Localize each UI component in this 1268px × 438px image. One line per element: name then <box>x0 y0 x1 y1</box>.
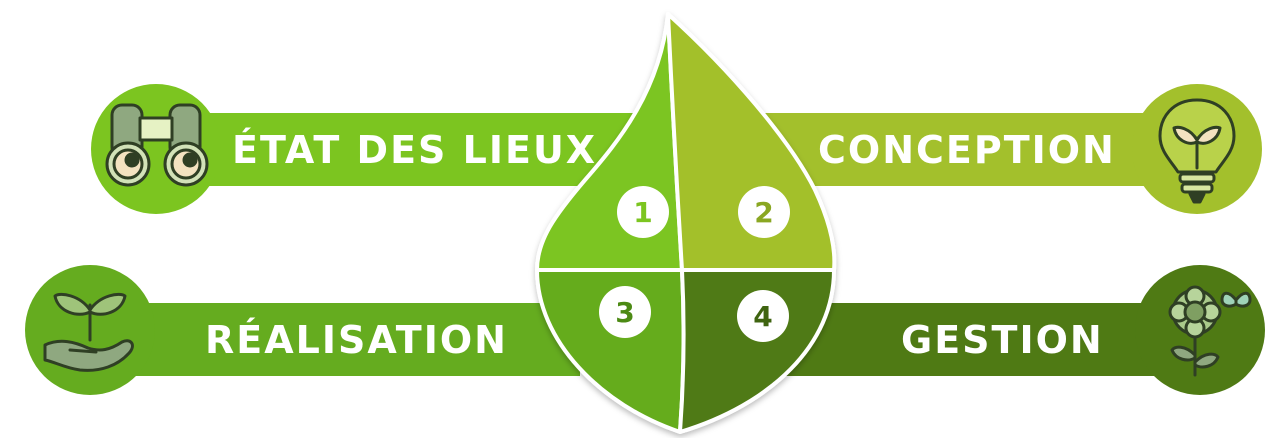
badge-4-circle <box>737 290 789 342</box>
drop-quadrant-2 <box>666 12 837 272</box>
stage-2-number: 2 <box>754 196 773 229</box>
lightbulb-sprout-icon <box>1132 84 1262 214</box>
stage-1-label: ÉTAT DES LIEUX <box>232 128 597 172</box>
binoculars-icon <box>91 84 221 214</box>
stage-1-banner: ÉTAT DES LIEUX <box>160 113 640 186</box>
stage-1-number: 1 <box>633 196 652 229</box>
stage-4-number-badge: 4 <box>737 290 789 342</box>
stage-3-number-badge: 3 <box>599 286 651 338</box>
flower-butterfly-icon <box>1135 265 1265 395</box>
stage-2-number-badge: 2 <box>738 186 790 238</box>
stage-1-bar <box>160 113 640 186</box>
badge-1-circle <box>617 186 669 238</box>
stage-1-number-badge: 1 <box>617 186 669 238</box>
hand-plant-icon <box>25 265 155 395</box>
stage-4-number: 4 <box>753 300 772 333</box>
drop-quadrant-4 <box>678 268 836 434</box>
central-drop <box>535 12 837 434</box>
badge-2-circle <box>738 186 790 238</box>
stage-3-label: RÉALISATION <box>205 318 508 362</box>
stage-2-label: CONCEPTION <box>818 128 1116 172</box>
badge-3-circle <box>599 286 651 338</box>
stage-3-bar <box>100 303 580 376</box>
stage-3-banner: RÉALISATION <box>100 303 580 376</box>
stage-4-label: GESTION <box>901 318 1104 362</box>
stage-3-number: 3 <box>615 296 634 329</box>
